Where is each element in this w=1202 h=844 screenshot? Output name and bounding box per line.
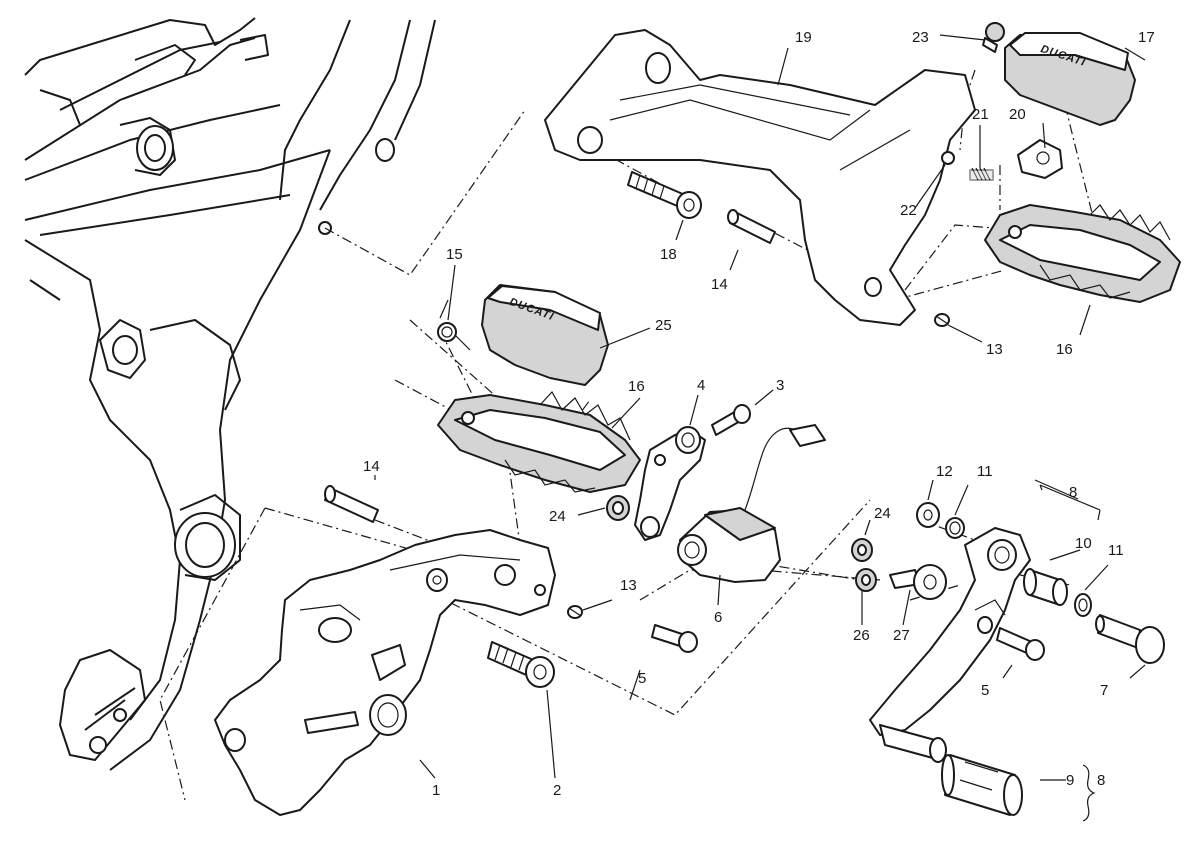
callout-26: 26	[853, 627, 870, 644]
part-screw-5-center	[651, 624, 698, 653]
part-rod-end-27	[889, 564, 947, 600]
part-rubber-insert-25: DUCATI	[481, 284, 609, 386]
part-peg-rubber-9	[941, 754, 1023, 816]
callout-10: 10	[1075, 535, 1092, 552]
callout-23: 23	[912, 29, 929, 46]
part-clip-upper	[934, 313, 950, 327]
part-ball-22	[941, 151, 955, 165]
callout-5-right: 5	[981, 682, 989, 699]
callout-13-upper: 13	[986, 341, 1003, 358]
callout-1: 1	[432, 782, 440, 799]
callout-14-lower: 14	[363, 458, 380, 475]
part-plate-20	[1017, 139, 1063, 179]
part-rubber-insert-17: DUCATI	[1004, 32, 1136, 126]
part-screw-5-right	[996, 627, 1045, 661]
callout-3: 3	[776, 377, 784, 394]
callout-16-right: 16	[1056, 341, 1073, 358]
callout-5-center: 5	[638, 670, 646, 687]
part-lever-8	[869, 527, 1031, 763]
callout-8-top: 8	[1069, 484, 1077, 501]
part-clip-lower	[567, 605, 583, 619]
callout-4: 4	[697, 377, 705, 394]
part-bolt-2	[487, 641, 555, 688]
part-nut-26	[855, 568, 877, 592]
part-washer-11-left	[945, 517, 965, 539]
callout-11-right: 11	[1108, 542, 1124, 559]
part-spacer-10	[1023, 568, 1068, 606]
part-pivot-bolt-7	[1095, 614, 1165, 664]
callout-18: 18	[660, 246, 677, 263]
callout-19: 19	[795, 29, 812, 46]
callout-13-lower: 13	[620, 577, 637, 594]
part-link-arm-4	[634, 426, 706, 541]
part-spring-15	[437, 299, 471, 351]
part-washer-11-right	[1074, 593, 1092, 617]
part-switch-6	[677, 424, 826, 583]
part-bolt-18	[627, 171, 702, 219]
callout-20: 20	[1009, 106, 1026, 123]
part-footpeg-rear	[984, 204, 1181, 303]
part-screw-3	[711, 404, 751, 436]
callout-25: 25	[655, 317, 672, 334]
callout-21: 21	[972, 106, 989, 123]
motorcycle-frame	[24, 17, 436, 771]
part-bracket-1	[214, 529, 556, 816]
callout-11-left: 11	[977, 463, 993, 480]
part-screw-23	[982, 22, 1005, 53]
callout-2: 2	[553, 782, 561, 799]
part-footpeg-front	[437, 390, 641, 493]
callout-27: 27	[893, 627, 910, 644]
part-nut-24-right	[851, 538, 873, 562]
callout-24-right: 24	[874, 505, 891, 522]
callout-7: 7	[1100, 682, 1108, 699]
part-pin-upper	[727, 209, 776, 244]
part-nut-24-left	[606, 495, 630, 521]
callout-22: 22	[900, 202, 917, 219]
part-pin-lower	[324, 485, 379, 523]
callout-24-left: 24	[549, 508, 566, 525]
part-spring-21	[969, 167, 994, 181]
callout-12: 12	[936, 463, 953, 480]
callout-17: 17	[1138, 29, 1155, 46]
callout-14-upper: 14	[711, 276, 728, 293]
callout-8-bottom: 8	[1097, 772, 1105, 789]
callout-16-left: 16	[628, 378, 645, 395]
leader-lines	[374, 34, 1146, 822]
callout-9: 9	[1066, 772, 1074, 789]
part-rear-hanger	[544, 29, 976, 326]
callout-labels: 1 2 3 4 5 5 6 7 8 8 9 10 11 11 12 13 13 …	[363, 29, 1155, 799]
part-washer-12	[916, 502, 940, 528]
frame-boss-right	[375, 138, 395, 162]
callout-15: 15	[446, 246, 463, 263]
callout-6: 6	[714, 609, 722, 626]
